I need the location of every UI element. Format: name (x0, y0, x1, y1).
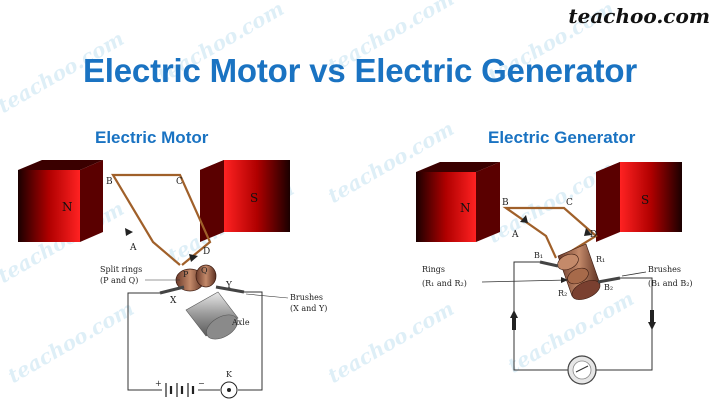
brand-logo: teachoo.com (568, 4, 710, 28)
motor-coil (111, 173, 212, 266)
generator-brushes-label: Brushes (648, 265, 681, 274)
generator-label-a: A (511, 230, 519, 240)
generator-label-b: B (502, 198, 509, 208)
generator-label-b1: B₁ (534, 251, 543, 260)
generator-rings-sub: (R₁ and R₂) (422, 279, 467, 288)
generator-label-r2: R₂ (558, 289, 567, 298)
motor-axle-label: Axle (231, 318, 250, 327)
generator-diagram: N S B C A D B₁ R₁ R₂ B₂ (416, 162, 693, 385)
generator-ring-r2 (567, 267, 589, 285)
motor-pole-s: S (250, 191, 258, 205)
motor-split-rings-label: Split rings (100, 265, 142, 274)
motor-key (220, 381, 238, 399)
generator-galvanometer (567, 355, 597, 385)
motor-label-c: C (176, 177, 183, 187)
generator-rings-label: Rings (422, 265, 445, 274)
motor-circuit (127, 291, 263, 391)
motor-label-b: B (106, 177, 113, 187)
motor-magnet-n: N (18, 160, 103, 242)
motor-battery (165, 383, 195, 397)
motor-label-d: D (203, 247, 210, 257)
generator-heading: Electric Generator (488, 128, 636, 147)
generator-pole-s: S (641, 193, 649, 207)
motor-key-label: K (226, 370, 233, 379)
generator-label-b2: B₂ (604, 283, 613, 292)
generator-label-d: D (590, 230, 597, 240)
generator-magnet-n: N (416, 162, 500, 242)
motor-label-x: X (170, 296, 177, 306)
motor-heading: Electric Motor (95, 128, 209, 147)
motor-label-a: A (129, 243, 137, 253)
generator-magnet-s: S (596, 162, 682, 242)
motor-pole-n: N (62, 200, 73, 214)
motor-brushes-label: Brushes (290, 293, 323, 302)
motor-brush-x (159, 285, 185, 295)
generator-label-r1: R₁ (596, 255, 605, 264)
generator-label-c: C (566, 198, 573, 208)
generator-brush-b2 (597, 276, 621, 284)
page-title: Electric Motor vs Electric Generator (82, 52, 637, 89)
motor-split-rings-sub: (P and Q) (100, 276, 138, 285)
motor-battery-plus: + (155, 379, 162, 388)
generator-brush-b1 (539, 260, 559, 268)
motor-brushes-sub: (X and Y) (290, 304, 327, 313)
generator-axle (557, 243, 601, 300)
generator-ring-r1 (557, 253, 579, 271)
generator-coil (502, 206, 598, 259)
motor-axle (175, 264, 239, 340)
motor-label-q: Q (201, 266, 208, 275)
motor-battery-minus: − (198, 379, 205, 388)
motor-split-ring-q (195, 264, 217, 288)
generator-brushes-sub: (B₁ and B₂) (648, 279, 693, 288)
motor-diagram: N S B C A D P Q X (18, 160, 327, 399)
generator-pole-n: N (460, 201, 471, 215)
motor-label-y: Y (225, 281, 233, 291)
motor-brush-y (215, 285, 245, 294)
motor-magnet-s: S (200, 160, 290, 242)
motor-label-p: P (183, 270, 189, 279)
